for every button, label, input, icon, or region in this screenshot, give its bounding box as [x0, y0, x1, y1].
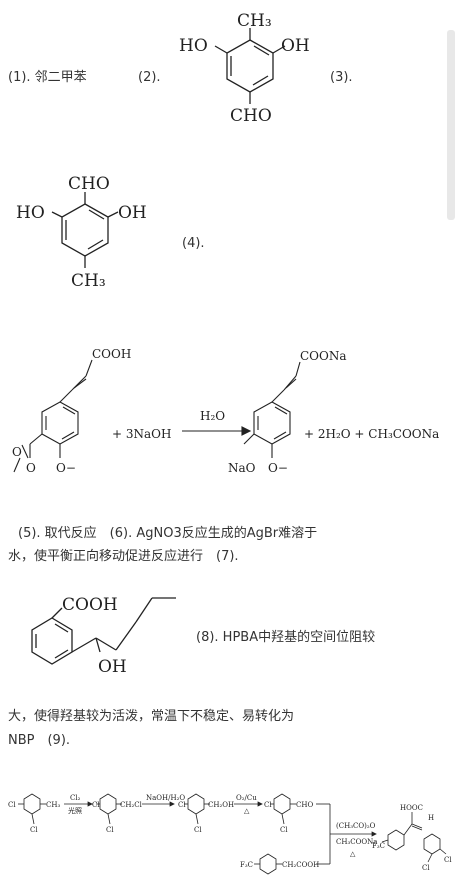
acid-f3c: F₃C: [240, 861, 253, 869]
product-nao: NaO: [228, 461, 256, 475]
answer-1: (1). 邻二甲苯: [8, 70, 87, 85]
answer-8: (8). HPBA中羟基的空间位阻较: [196, 630, 376, 645]
reaction-equation: COOH O O O− + 3NaOH H₂O COONa NaO O− + 2…: [12, 347, 439, 475]
arrow2-top: NaOH/H₂O: [146, 794, 185, 802]
struct2-right: OH: [281, 36, 310, 56]
answer-2-label: (2).: [138, 70, 161, 85]
s1-ch3: CH₃: [46, 801, 60, 809]
struct2-left: HO: [179, 36, 208, 56]
struct8-oh: OH: [98, 657, 127, 677]
struct3-top: CHO: [68, 174, 110, 194]
reagent-anhydride: (CH₃CO)₂O: [336, 822, 376, 830]
scrollbar[interactable]: [447, 30, 455, 220]
product-h: H: [428, 814, 434, 822]
structure-hpba: COOH OH: [31, 595, 176, 677]
s4-cl-left: Cl: [264, 801, 272, 809]
s1-cl-left: Cl: [8, 801, 16, 809]
product-f3c: F₃C: [372, 842, 385, 850]
synthesis-route: Cl CH₃ Cl Cl₂ 光照 Cl CH₂Cl Cl NaOH/H₂O Cl…: [8, 793, 452, 875]
s3-cl-left: Cl: [178, 801, 186, 809]
answer-8-continuation-2: NBP (9).: [8, 733, 71, 748]
answer-6-continuation: 水，使平衡正向移动促进反应进行 (7).: [8, 549, 239, 564]
struct2-bottom: CHO: [230, 106, 272, 126]
struct3-right: OH: [118, 203, 147, 223]
reactant-ester-o: O: [12, 445, 22, 459]
reagent-naoh: + 3NaOH: [112, 427, 171, 441]
arrow3-top: O₂/Cu: [236, 794, 257, 802]
reactant-o2: O−: [56, 461, 76, 475]
product-o: O−: [268, 461, 288, 475]
struct3-bottom: CH₃: [71, 271, 106, 291]
answer-4-label: (4).: [182, 236, 205, 251]
reagent-sodium-acetate: CH₃COONa: [336, 838, 377, 846]
acid-ch2cooh: CH₂COOH: [282, 861, 319, 869]
product-cl2: Cl: [444, 856, 452, 864]
byproducts: + 2H₂O + CH₃COONa: [304, 427, 439, 441]
product-coona: COONa: [300, 349, 347, 363]
reagent-heat: △: [350, 850, 356, 858]
answer-3-label: (3).: [330, 70, 353, 85]
product-cl1: Cl: [422, 864, 430, 872]
structure-2-aldehyde: CH₃ HO OH CHO: [179, 11, 310, 126]
s4-cho: CHO: [296, 801, 313, 809]
answer-5-6-line: (5). 取代反应 (6). AgNO3反应生成的AgBr难溶于: [18, 526, 318, 541]
struct2-top: CH₃: [237, 11, 272, 31]
answer-8-continuation-1: 大，使得羟基较为活泼，常温下不稳定、易转化为: [8, 709, 295, 724]
arrow3-bottom: △: [244, 807, 250, 815]
s1-cl: Cl: [30, 826, 38, 834]
struct8-cooh: COOH: [62, 595, 118, 615]
s2-cl: Cl: [106, 826, 114, 834]
product-hooc: HOOC: [400, 804, 423, 812]
reactant-cooh: COOH: [92, 347, 131, 361]
s3-cl: Cl: [194, 826, 202, 834]
s4-cl: Cl: [280, 826, 288, 834]
arrow1-top: Cl₂: [70, 794, 81, 802]
structure-3-aldehyde: CHO HO OH CH₃: [16, 174, 147, 291]
s2-cl-left: Cl: [92, 801, 100, 809]
arrow1-bottom: 光照: [68, 806, 82, 815]
s2-ch2cl: CH₂Cl: [120, 801, 143, 809]
reactant-o1: O: [26, 461, 36, 475]
struct3-left: HO: [16, 203, 45, 223]
arrow-label-h2o: H₂O: [200, 409, 225, 423]
s3-ch2oh: CH₂OH: [208, 801, 234, 809]
